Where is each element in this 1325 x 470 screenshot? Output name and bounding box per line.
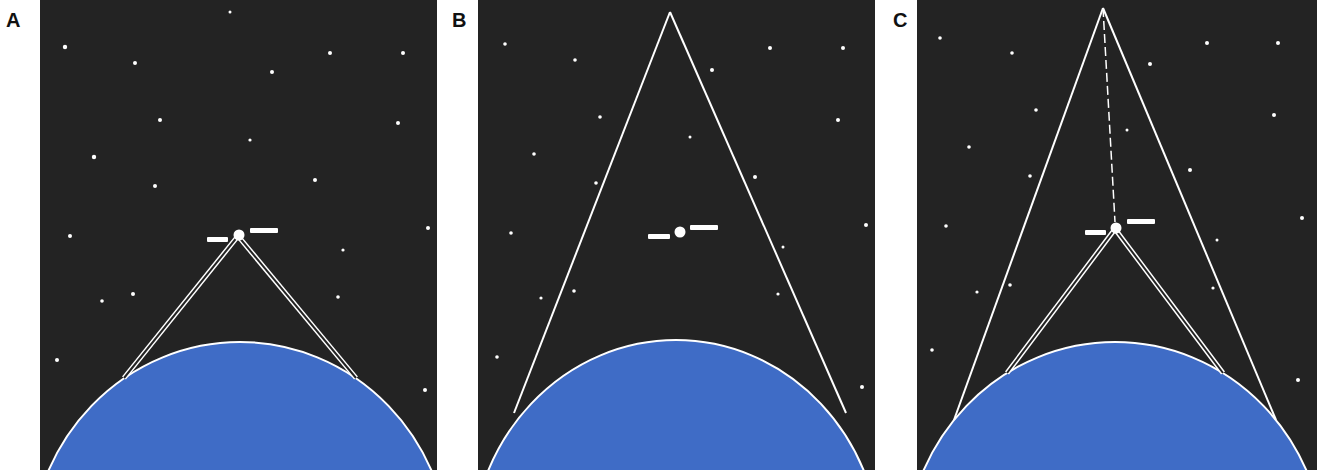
satellite bbox=[207, 228, 278, 242]
satellite bbox=[648, 225, 718, 239]
panel-letter: C bbox=[893, 10, 907, 30]
relay-link bbox=[1103, 8, 1115, 222]
view-cone bbox=[514, 12, 846, 413]
stars bbox=[55, 11, 430, 393]
satellite bbox=[1085, 219, 1155, 235]
panel-c bbox=[905, 0, 1325, 470]
sight-lines bbox=[1007, 229, 1223, 373]
earth bbox=[40, 342, 437, 470]
view-cone bbox=[954, 8, 1276, 420]
panel-letter: A bbox=[6, 10, 20, 30]
panel-a bbox=[30, 0, 450, 470]
earth bbox=[478, 340, 875, 470]
sight-lines bbox=[124, 236, 356, 378]
earth bbox=[917, 342, 1317, 470]
panel-letter: B bbox=[452, 10, 466, 30]
panel-b bbox=[471, 0, 881, 470]
